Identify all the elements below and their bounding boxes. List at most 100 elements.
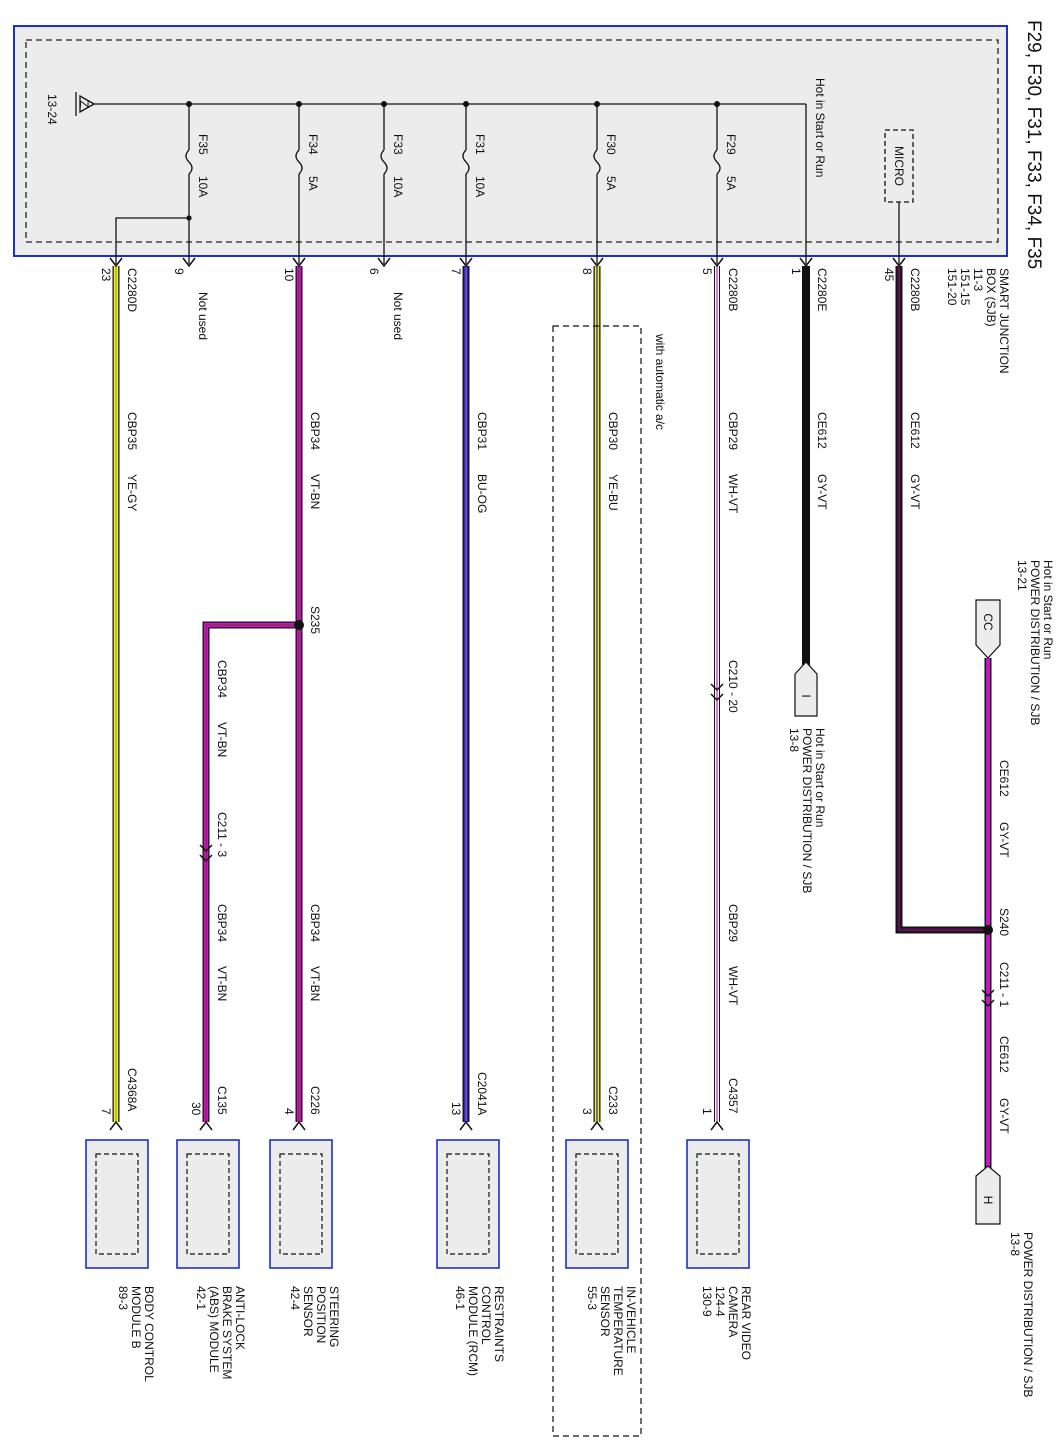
offpage-connector-cc: CC [975, 599, 1001, 659]
module-name-line: CONTROL [479, 1286, 493, 1345]
module-box-rcm [436, 1139, 500, 1269]
wire-circuit: CE612 [908, 412, 922, 449]
offpage-h-text: 13-8 [1008, 1232, 1022, 1256]
wire-color: GY-VT [997, 1098, 1011, 1134]
offpage-cc-text: POWER DISTRIBUTION / SJB [1028, 560, 1042, 725]
module-name-line: SENSOR [598, 1286, 612, 1337]
module-connector: C233 [606, 1086, 620, 1115]
sjb-name-line: SMART JUNCTION [997, 268, 1011, 374]
offpage-i-text: 13-8 [787, 728, 801, 752]
module-name-line: 124-4 [713, 1286, 727, 1317]
module-name-line: 42-4 [288, 1286, 302, 1310]
module-connector: C4368A [125, 1068, 139, 1111]
offpage-h-letter: H [981, 1196, 995, 1205]
wire-circuit: CE612 [997, 760, 1011, 797]
sjb-hot-label: Hot in Start or Run [813, 78, 827, 177]
fuse-f35-id: F35 [196, 134, 210, 155]
module-connector: C4357 [726, 1078, 740, 1114]
module-name-line: SENSOR [301, 1286, 315, 1337]
wire-circuit: CBP34 [308, 904, 322, 942]
pin-number: 45 [882, 268, 896, 282]
wire-circuit: CBP30 [606, 412, 620, 450]
fuse-f30-id: F30 [604, 134, 618, 155]
not-used-label: Not used [391, 292, 405, 340]
fuse-f33-id: F33 [391, 134, 405, 155]
module-name-line: TEMPERATURE [611, 1286, 625, 1376]
module-name-line: 42-1 [194, 1286, 208, 1310]
module-pin: 13 [449, 1102, 463, 1116]
offpage-cc-text: 13-21 [1015, 560, 1029, 591]
module-pin: 4 [282, 1108, 296, 1115]
labels: F29, F30, F31, F33, F34, F35 SMART JUNCT… [45, 20, 1055, 1397]
ground-ref: 13-24 [45, 94, 59, 125]
module-pin: 3 [580, 1108, 594, 1115]
module-name-line: 55-3 [585, 1286, 599, 1310]
sjb-name-line: 11-3 [971, 268, 985, 291]
wire-circuit: CBP34 [215, 660, 229, 698]
module-connector: C135 [215, 1086, 229, 1115]
module-name-line: (ABS) MODULE [207, 1286, 221, 1373]
wires [112, 266, 992, 1168]
wire-color: YE-GY [125, 474, 139, 511]
inline-connector-c211-3 [199, 844, 213, 863]
wire-color: VT-BN [215, 966, 229, 1001]
connector-label: C2280B [726, 268, 740, 311]
wire-color: VT-BN [308, 966, 322, 1001]
module-name-line: CAMERA [726, 1286, 740, 1337]
offpage-cc-text: Hot in Start or Run [1041, 560, 1055, 659]
offpage-i-text: POWER DISTRIBUTION / SJB [800, 728, 814, 893]
module-box-bcm [85, 1139, 149, 1269]
module-name-line: STEERING [327, 1286, 341, 1347]
wire-circuit: CE612 [815, 412, 829, 449]
pin-number: 5 [700, 268, 714, 275]
splice-label: S240 [997, 908, 1011, 936]
wire-color: GY-VT [908, 474, 922, 510]
offpage-i-text: Hot in Start or Run [813, 728, 827, 827]
module-name-line: BRAKE SYSTEM [220, 1286, 234, 1379]
wire-circuit: CBP31 [475, 412, 489, 450]
module-connector: C2041A [475, 1072, 489, 1115]
module-name-line: 89-3 [116, 1286, 130, 1310]
offpage-cc-letter: CC [981, 613, 995, 631]
module-name-line: 46-1 [453, 1286, 467, 1310]
inline-connector-label: C210 - 20 [726, 660, 740, 713]
wire-color: WH-VT [726, 966, 740, 1006]
pin-number: 1 [789, 268, 803, 275]
pin-number: 7 [449, 268, 463, 275]
pin-number: 10 [282, 268, 296, 282]
module-pin: 30 [189, 1102, 203, 1116]
fuse-f35-amps: 10A [196, 176, 210, 197]
module-name-line: ANTI-LOCK [233, 1286, 247, 1350]
offpage-h-text: POWER DISTRIBUTION / SJB [1021, 1232, 1035, 1397]
auto-ac-label: with automatic a/c [653, 333, 667, 430]
offpage-connector-i: I [794, 661, 818, 717]
fuse-f29-amps: 5A [724, 176, 738, 191]
module-box-ivts [565, 1139, 629, 1269]
splice-label: S235 [308, 606, 322, 634]
module-arrows [109, 1120, 724, 1131]
wire-color: BU-OG [475, 474, 489, 513]
fuse-f31-id: F31 [473, 134, 487, 155]
offpage-i-letter: I [799, 694, 813, 697]
module-name-line: MODULE (RCM) [466, 1286, 480, 1376]
auto-ac-region [552, 325, 642, 1437]
fuse-f31-amps: 10A [473, 176, 487, 197]
sjb-name-line: 151-20 [945, 268, 959, 306]
sjb-pin-arrows [109, 257, 906, 268]
module-pin: 1 [700, 1108, 714, 1115]
connector-label: C2280E [815, 268, 829, 311]
fuse-f29-id: F29 [724, 134, 738, 155]
ground-symbol-icon: Z [75, 92, 95, 116]
wire-circuit: CBP35 [125, 412, 139, 450]
wire-circuit: CE612 [997, 1036, 1011, 1073]
connector-label: C2280D [125, 268, 139, 312]
wire-color: YE-BU [606, 474, 620, 511]
module-name-line: 130-9 [700, 1286, 714, 1317]
connector-label: C2280B [908, 268, 922, 311]
module-name-line: POSITION [314, 1286, 328, 1343]
page-title: F29, F30, F31, F33, F34, F35 [1023, 20, 1044, 269]
module-name-line: RESTRAINTS [492, 1286, 506, 1362]
pin-number: 8 [580, 268, 594, 275]
inline-connector-c211-1 [981, 989, 995, 1008]
module-box-abs [176, 1139, 240, 1269]
